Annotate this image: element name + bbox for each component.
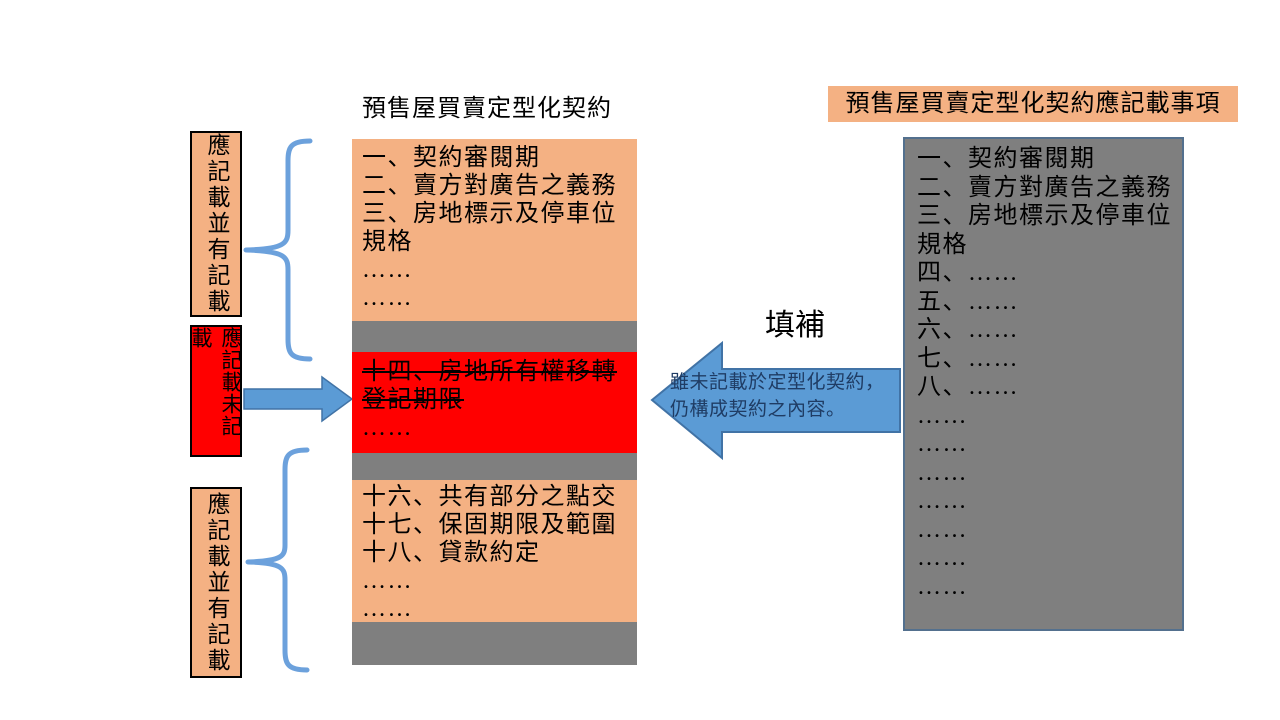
required-item-line: 七、…… (917, 345, 1019, 372)
contract-line: …… (362, 285, 413, 311)
contract-line: 規格 (362, 229, 413, 255)
big-arrow-text-line2: 仍構成契約之內容。 (670, 399, 846, 420)
required-item-line: …… (917, 459, 968, 486)
contract-section-recorded-bottom: 十六、共有部分之點交十七、保固期限及範圍十八、貸款約定………… (352, 480, 637, 622)
contract-line: 三、房地標示及停車位 (362, 201, 617, 227)
missing-item-line1: 十四、房地所有權移轉 (362, 359, 617, 385)
contract-line: …… (362, 568, 413, 594)
required-item-line: …… (917, 431, 968, 457)
contract-column: 一、契約審閱期二、賣方對廣告之義務三、房地標示及停車位規格………… 十四、房地所… (352, 139, 637, 665)
contract-line: 一、契約審閱期 (362, 145, 541, 171)
label-recorded-top-text: 應記載並有記載 (204, 133, 229, 315)
contract-line: …… (362, 596, 413, 622)
fill-label: 填補 (765, 309, 825, 342)
contract-section-not-recorded: 十四、房地所有權移轉 登記期限 …… (352, 352, 637, 453)
contract-line: 十七、保固期限及範圍 (362, 512, 617, 538)
required-item-line: 三、房地標示及停車位 (917, 203, 1172, 229)
required-item-line: 八、…… (917, 374, 1019, 400)
required-item-line: 規格 (917, 231, 968, 258)
label-recorded-top: 應記載並有記載 (190, 131, 242, 317)
required-item-line: 四、…… (917, 260, 1019, 286)
required-item-line: …… (917, 545, 968, 571)
small-right-arrow-icon (243, 375, 354, 423)
contract-section-recorded-top: 一、契約審閱期二、賣方對廣告之義務三、房地標示及停車位規格………… (352, 139, 637, 321)
required-item-line: …… (917, 488, 968, 514)
required-items-box: 一、契約審閱期二、賣方對廣告之義務三、房地標示及停車位規格四、……五、……六、…… (903, 137, 1184, 631)
required-items-title: 預售屋買賣定型化契約應記載事項 (828, 86, 1238, 122)
missing-item-line2: 登記期限 (362, 387, 464, 413)
big-arrow-text-line1: 雖未記載於定型化契約， (670, 372, 885, 393)
missing-item-dots: …… (362, 415, 413, 441)
label-not-recorded-text: 應記載未記載 (189, 327, 243, 437)
required-item-line: 二、賣方對廣告之義務 (917, 174, 1172, 201)
required-item-line: …… (917, 516, 968, 543)
big-arrow-text: 雖未記載於定型化契約， 仍構成契約之內容。 (670, 369, 920, 423)
contract-line: 二、賣方對廣告之義務 (362, 173, 617, 199)
required-item-line: 一、契約審閱期 (917, 146, 1096, 172)
brace-bottom-icon (245, 447, 310, 673)
required-item-line: 五、…… (917, 288, 1019, 315)
required-item-line: …… (917, 573, 968, 600)
brace-top-icon (243, 138, 313, 362)
required-item-line: 六、…… (917, 317, 1019, 343)
required-item-line: …… (917, 402, 968, 429)
contract-line: 十八、貸款約定 (362, 540, 541, 566)
label-recorded-bottom-text: 應記載並有記載 (204, 491, 229, 674)
label-recorded-bottom: 應記載並有記載 (190, 487, 242, 678)
contract-title: 預售屋買賣定型化契約 (362, 96, 612, 122)
contract-line: …… (362, 257, 413, 283)
contract-line: 十六、共有部分之點交 (362, 484, 617, 510)
label-not-recorded: 應記載未記載 (189, 325, 243, 457)
